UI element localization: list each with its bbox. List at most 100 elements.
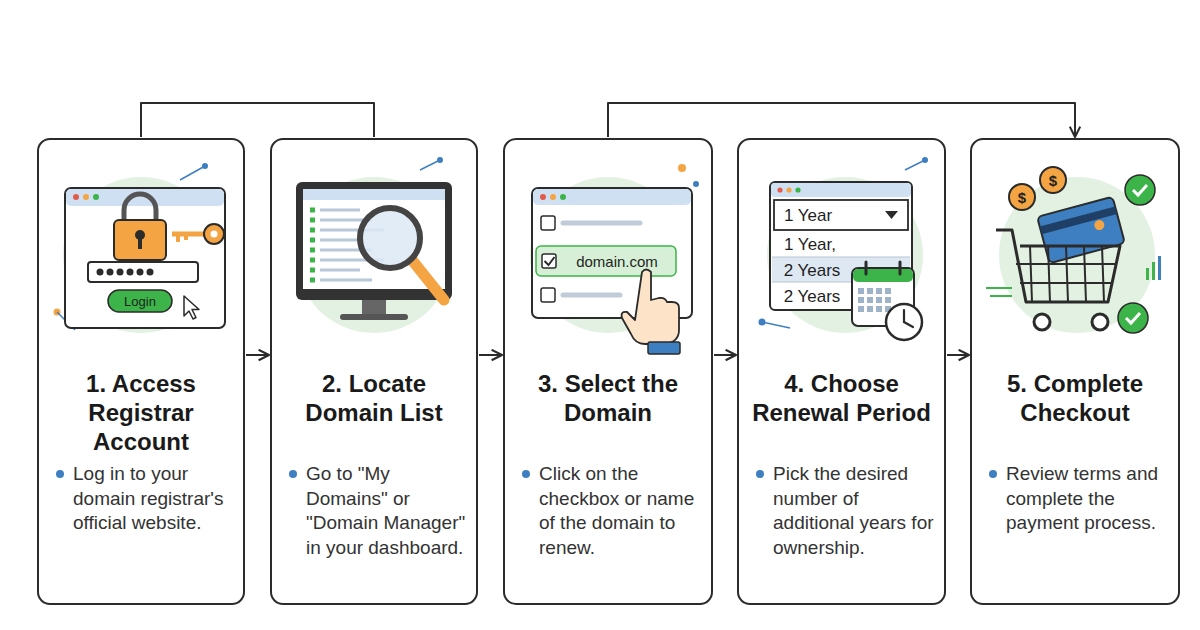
cart-grid-part — [1102, 246, 1104, 302]
illustration-label: 2 Years — [784, 262, 841, 279]
step-body: Go to "My Domains" or "Domain Manager" i… — [286, 462, 466, 561]
period-illustration-part — [774, 200, 908, 230]
checkout-illustration-part — [1118, 303, 1148, 333]
cart-grid-part — [1016, 263, 1116, 265]
login-illustration — [54, 163, 226, 333]
login-illustration-part — [124, 194, 156, 222]
select-illustration-part — [533, 189, 691, 205]
calendar-grid — [858, 288, 891, 312]
list-lines-part — [310, 268, 315, 273]
step-card: 4. Choose Renewal PeriodPick the desired… — [737, 138, 946, 605]
select-illustration — [530, 164, 699, 354]
login-illustration-part — [97, 269, 154, 276]
calendar-grid-part — [858, 288, 864, 294]
period-illustration-part — [795, 187, 800, 192]
checkout-illustration-part — [1126, 313, 1140, 323]
flow-arrow — [947, 354, 969, 356]
cart-grid-part — [1084, 246, 1086, 302]
checkout-illustration — [986, 167, 1161, 333]
list-lines-part — [310, 278, 315, 283]
login-illustration-part — [73, 194, 79, 200]
period-illustration-part — [885, 211, 898, 219]
checkout-illustration-part — [1009, 184, 1035, 210]
select-illustration-part — [536, 246, 676, 276]
select-illustration-part — [563, 293, 620, 298]
period-illustration-part — [922, 157, 928, 163]
search-illustration-part — [412, 260, 444, 300]
search-illustration-part — [437, 157, 443, 163]
list-lines-part — [320, 279, 372, 282]
login-illustration-part-part — [97, 269, 104, 276]
cart-grid — [1016, 246, 1116, 302]
calendar-grid-part — [858, 306, 864, 312]
login-illustration-part — [66, 189, 224, 206]
checkout-illustration-part — [1093, 219, 1105, 231]
login-illustration-part — [108, 290, 172, 312]
checkout-illustration-part — [1092, 314, 1108, 330]
checkout-illustration-part — [986, 287, 1012, 289]
period-illustration-part — [762, 322, 790, 328]
cart-grid-part — [1020, 282, 1112, 284]
login-illustration-part — [202, 163, 208, 169]
cart-grid-part — [1066, 246, 1068, 302]
calendar-grid-part — [885, 297, 891, 303]
select-illustration-part — [622, 270, 679, 345]
login-illustration-part-part — [127, 269, 134, 276]
step-card: 1. Access Registrar AccountLog in to you… — [37, 138, 245, 605]
checkout-illustration-part — [1037, 197, 1125, 264]
step-card: 2. Locate Domain ListGo to "My Domains" … — [270, 138, 478, 605]
checkout-illustration-part — [990, 295, 1012, 297]
step-card: 3. Select the DomainClick on the checkbo… — [503, 138, 713, 605]
illustration-label: 2 Years — [784, 288, 841, 305]
login-illustration-part-part — [137, 269, 144, 276]
step-body: Log in to your domain registrar's offici… — [53, 462, 233, 536]
checkout-illustration-part — [1146, 268, 1149, 280]
login-illustration-part — [184, 296, 199, 319]
step-body: Pick the desired number of additional ye… — [753, 462, 934, 561]
select-illustration-part — [541, 288, 555, 302]
bracket-connector — [141, 103, 374, 137]
list-lines-part — [310, 248, 315, 253]
step-heading: 1. Access Registrar Account — [51, 370, 231, 458]
flow-arrow — [479, 354, 502, 356]
cart-grid-part — [1030, 246, 1032, 302]
search-illustration-part — [362, 300, 386, 314]
select-illustration-part — [550, 194, 556, 200]
list-lines-part — [310, 218, 315, 223]
step-heading: 3. Select the Domain — [517, 370, 699, 458]
checkout-illustration-part — [996, 230, 1120, 302]
select-illustration-part — [540, 194, 546, 200]
period-illustration-part — [904, 310, 913, 327]
period-illustration-part — [786, 187, 791, 192]
select-illustration-part — [648, 342, 680, 354]
login-illustration-part — [93, 194, 99, 200]
period-illustration-part — [886, 304, 922, 340]
checkout-illustration-part — [1040, 206, 1117, 234]
period-illustration-part — [852, 268, 914, 326]
login-illustration-part — [114, 220, 166, 260]
search-illustration-part — [296, 182, 452, 300]
step-heading: 5. Complete Checkout — [984, 370, 1166, 458]
calendar-grid-part — [858, 297, 864, 303]
calendar-grid-part — [876, 306, 882, 312]
flow-arrow — [246, 354, 269, 356]
bullet-dot — [56, 470, 64, 478]
period-illustration-part — [770, 182, 912, 310]
period-illustration-part — [899, 262, 902, 274]
login-illustration-part — [180, 166, 205, 180]
list-lines-part — [310, 258, 315, 263]
step-card: 5. Complete CheckoutReview terms and com… — [970, 138, 1180, 605]
login-illustration-part — [211, 231, 218, 238]
calendar-grid-part — [876, 297, 882, 303]
search-illustration-part — [360, 208, 420, 268]
calendar-grid-part — [867, 288, 873, 294]
period-illustration-part — [905, 160, 925, 170]
bullet-dot — [989, 470, 997, 478]
step-text: Review terms and complete the payment pr… — [1006, 463, 1158, 533]
select-illustration-part — [542, 254, 556, 268]
select-illustration-part — [693, 181, 699, 187]
illustration-label: 1 Year — [784, 207, 832, 224]
period-illustration-part — [772, 257, 910, 258]
